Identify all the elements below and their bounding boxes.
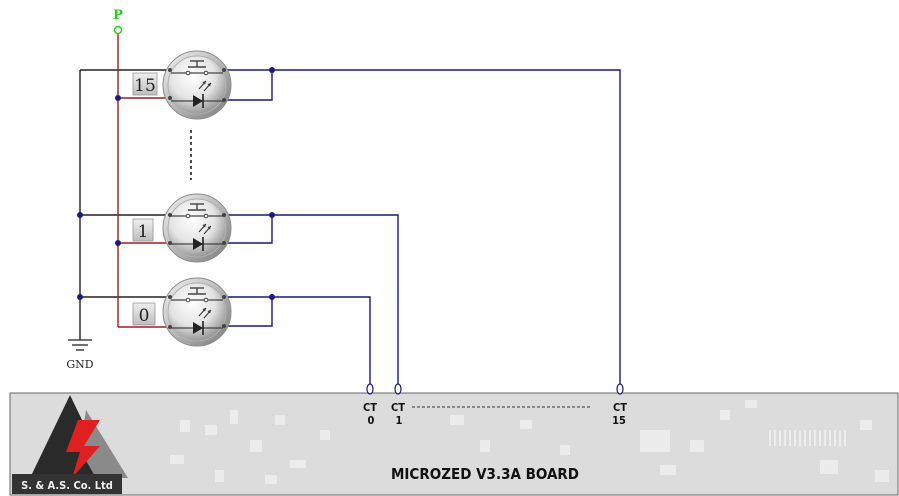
terminal-ct15[interactable]: CT 15 [612,383,627,427]
power-symbol: P [113,8,123,35]
ground-label: GND [66,358,93,371]
ground-wires [79,69,170,340]
button-number: 15 [134,76,156,96]
button-label-tab [132,218,154,242]
button-number: 0 [139,306,150,326]
company-name: S. & A.S. Co. Ltd [21,479,113,492]
terminal-name: CT [363,401,377,414]
terminal-name: CT [391,401,405,414]
terminal-ct0[interactable]: CT 0 [363,383,377,427]
company-logo: S. & A.S. Co. Ltd [12,395,128,494]
microzed-board: S. & A.S. Co. Ltd CT 0 CT 1 CT 15 MICROZ… [9,383,899,496]
terminal-name: CT [613,401,627,414]
terminal-number: 0 [368,414,375,427]
power-label: P [113,8,123,23]
push-button-15[interactable]: 15 [132,50,232,120]
button-label-tab [132,302,156,326]
terminal-number: 1 [396,414,403,427]
push-button-1[interactable]: 1 [132,193,232,263]
terminal-ct1[interactable]: CT 1 [391,383,405,427]
button-number: 1 [138,222,149,242]
pcb-pattern [170,400,889,484]
terminal-number: 15 [612,414,626,427]
power-wires [117,33,170,328]
board-title: MICROZED V3.3A BOARD [391,465,579,483]
button-label-tab [132,72,158,96]
push-button-0[interactable]: 0 [132,277,232,347]
junction-nodes [77,67,275,300]
pcb-stripes [769,430,846,446]
ground-symbol [68,339,92,351]
signal-wires [224,69,621,388]
